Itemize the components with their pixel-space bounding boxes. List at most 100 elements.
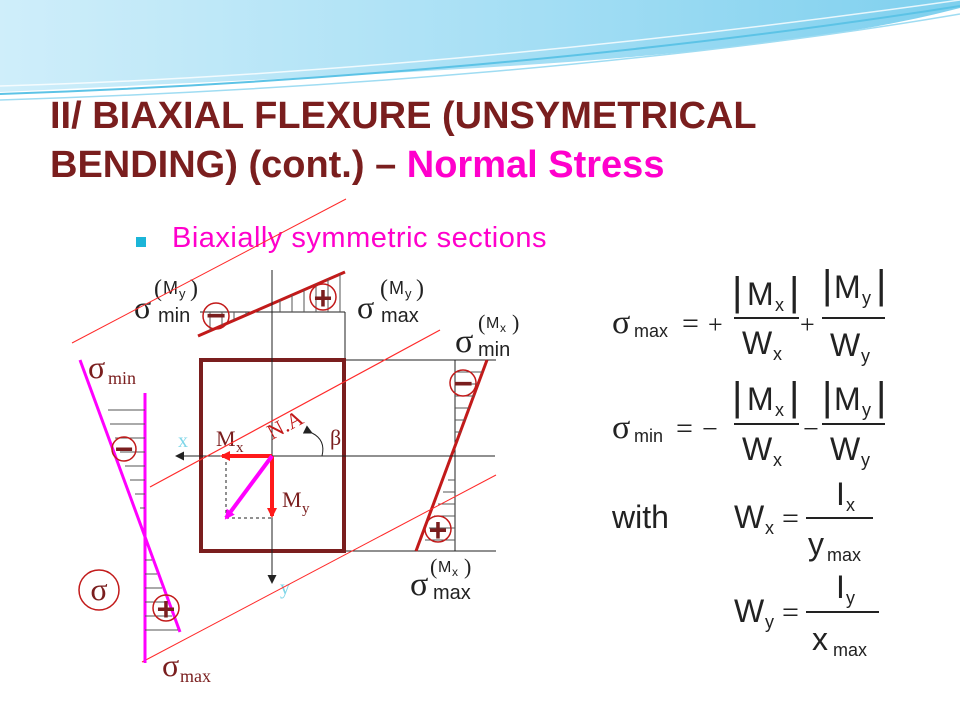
top-plus-sign: + [314,280,333,316]
sigma-symbol: σ [357,289,374,325]
numerator-M: M [834,269,861,305]
paren-open: ( [154,276,162,302]
plus-sign: + [800,310,815,339]
lhs-W-sub: y [765,612,774,632]
subscript-min: min [634,426,663,446]
top-hatching [209,274,341,331]
numerator-I-sub: y [846,588,855,608]
numerator-I: I [836,476,845,512]
slide-title: II/ BIAXIAL FLEXURE (UNSYMETRICAL BENDIN… [50,92,930,190]
subscript-min: min [108,368,136,388]
left-projection-bottom [141,474,497,663]
left-minus-circle [111,436,137,462]
numerator-M-sub: x [775,400,784,420]
bar-right: | [876,375,886,419]
with-label: with [611,499,669,535]
denominator-W-sub: x [773,450,782,470]
left-hatching [108,409,178,631]
numerator-M: M [747,276,774,312]
subscript-max: max [433,582,471,604]
sigma-symbol: σ [612,409,630,446]
numerator-M-sub: x [775,295,784,315]
my-label: M [282,487,302,512]
resultant-moment-arrow [224,454,274,520]
bar-left: | [732,375,742,419]
lhs-W: W [734,499,765,535]
equals-sign: = [682,307,699,340]
equals-sign: = [782,596,799,629]
left-stress-line [78,359,182,633]
top-minus-sign: − [206,297,226,335]
lhs-W: W [734,593,765,629]
lhs-W-sub: x [765,518,774,538]
paren-close: ) [464,554,471,579]
denominator-W-sub: y [861,450,870,470]
denominator-W: W [742,431,773,467]
beta-label: β [330,425,341,450]
denominator-var: y [808,526,824,562]
header-band [0,0,960,92]
sigma-symbol: σ [162,647,179,683]
neutral-axis-line [149,329,441,488]
paren-close: ) [190,276,198,302]
denominator-var-sub: max [833,640,867,660]
subscript-max: max [381,305,419,327]
numerator-I: I [836,569,845,605]
y-axis-label: y [280,577,290,599]
denominator-W: W [742,325,773,361]
right-plus-circle [424,515,452,543]
equals-sign: = [782,502,799,535]
mx-label-sub: x [236,440,244,456]
left-minus-sign: − [115,431,134,467]
bar-left: | [822,375,832,419]
my-label-sub: y [302,501,310,517]
denominator-var-sub: max [827,545,861,565]
bullet-marker [136,237,146,247]
moment-My-sub: y [405,286,412,301]
right-plus-sign: + [429,512,448,548]
numerator-M: M [747,381,774,417]
numerator-M: M [834,381,861,417]
numerator-M-sub: y [862,400,871,420]
sigma-symbol: σ [612,304,630,341]
title-highlight: Normal Stress [406,144,665,186]
title-line-2-main: BENDING) (cont.) – [50,144,407,186]
moment-Mx-sub: x [452,565,458,579]
title-line-2: BENDING) (cont.) – Normal Stress [50,141,930,190]
sigma-symbol: σ [134,289,151,325]
sigma-symbol: σ [410,566,428,603]
bar-left: | [732,270,742,314]
subscript-max: max [180,666,211,686]
header-wave-line-1 [0,5,960,95]
left-plus-circle [152,594,180,622]
denominator-W: W [830,327,861,363]
bar-left: | [822,263,832,307]
right-stress-diagram: − + σ min ( M x ) σ max ( M x ) [345,310,519,604]
moment-Mx: M [486,315,499,332]
sigma-symbol: σ [90,571,107,607]
sigma-symbol: σ [88,349,105,385]
minus-sign: − [803,414,819,445]
denominator-var: x [812,621,828,657]
sigma-symbol: σ [455,323,473,360]
moment-My-sub: y [179,286,186,301]
moment-Mx-sub: x [500,321,506,335]
moment-My: M [389,278,404,298]
subscript-min: min [158,305,190,327]
numerator-I-sub: x [846,495,855,515]
minus-sign: − [702,414,718,445]
paren-open: ( [380,276,388,302]
left-stress-diagram: − + σ min σ σ max [71,198,497,686]
equals-sign: = [676,412,693,445]
paren-open: ( [478,310,485,335]
paren-close: ) [416,276,424,302]
subscript-min: min [478,339,510,361]
formula-sigma-min: σ min = − | M x | W x − | M y | W y [612,375,886,470]
bullet-text: Biaxially symmetric sections [172,222,547,254]
sigma-circle [78,569,120,611]
top-minus-circle [202,302,230,330]
